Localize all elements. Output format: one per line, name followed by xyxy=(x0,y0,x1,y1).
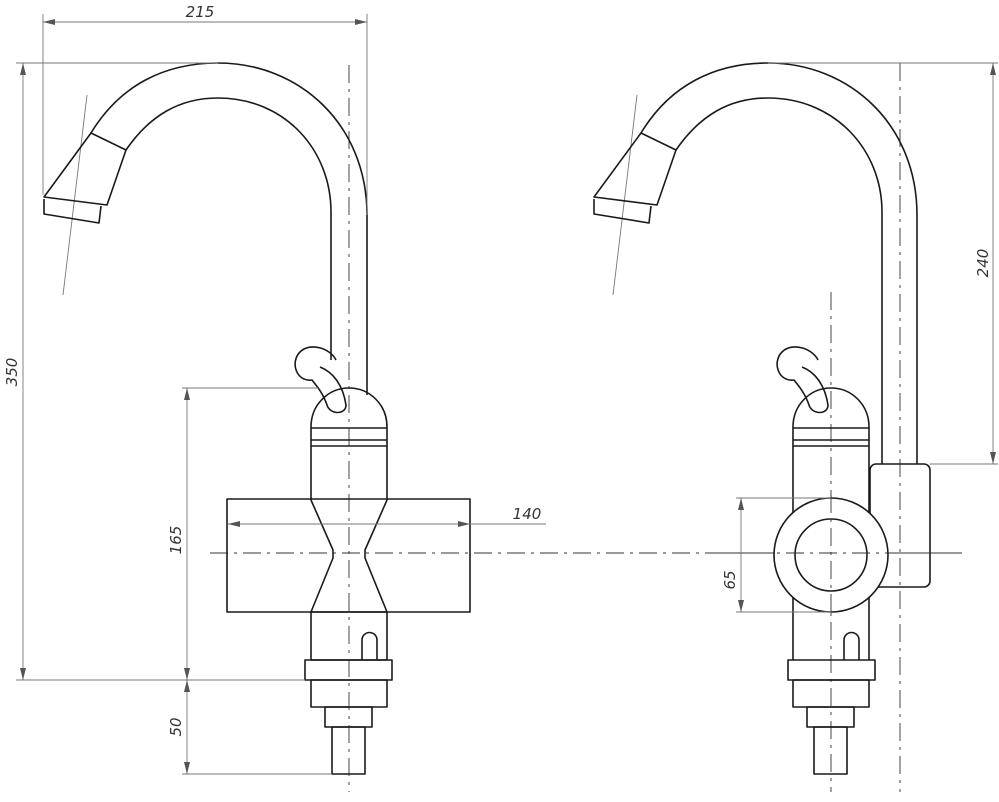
dimension-label: 215 xyxy=(186,3,215,21)
inlet-pipe xyxy=(813,726,848,775)
nozzle xyxy=(593,132,677,224)
dimension-215: 215 xyxy=(42,3,368,215)
nut xyxy=(806,706,855,728)
dimension-label: 165 xyxy=(167,526,185,555)
dimension-label: 140 xyxy=(513,505,542,523)
spout-outer xyxy=(90,62,368,395)
body-upper xyxy=(310,387,388,500)
spout-inner xyxy=(125,97,332,360)
spout-inner xyxy=(675,97,883,464)
collar xyxy=(787,659,876,681)
dimension-165: 165 xyxy=(167,387,318,680)
dimension-140: 140 xyxy=(228,505,546,527)
nozzle-axis-line xyxy=(62,94,88,296)
dimension-65: 65 xyxy=(721,497,831,613)
dimension-240: 240 xyxy=(768,62,998,465)
front-view: 215 350 165 50 140 xyxy=(3,3,962,792)
dimension-label: 50 xyxy=(167,717,185,736)
spout-outer xyxy=(640,62,918,464)
collar xyxy=(304,659,393,681)
dimension-label: 65 xyxy=(721,570,739,589)
slot xyxy=(361,631,378,660)
dimension-label: 240 xyxy=(974,249,992,278)
side-view: 240 65 xyxy=(593,62,998,792)
dimension-label: 350 xyxy=(3,358,21,387)
mounting-plate xyxy=(226,498,471,613)
nozzle-axis-line xyxy=(612,94,638,296)
lever-handle xyxy=(294,346,347,414)
nozzle xyxy=(43,132,127,224)
nut xyxy=(324,706,373,728)
dimension-50: 50 xyxy=(167,680,332,775)
lever-handle xyxy=(776,346,829,414)
body xyxy=(792,387,870,660)
dimension-350: 350 xyxy=(3,62,305,681)
inlet-pipe xyxy=(331,726,366,775)
slot xyxy=(843,631,860,660)
